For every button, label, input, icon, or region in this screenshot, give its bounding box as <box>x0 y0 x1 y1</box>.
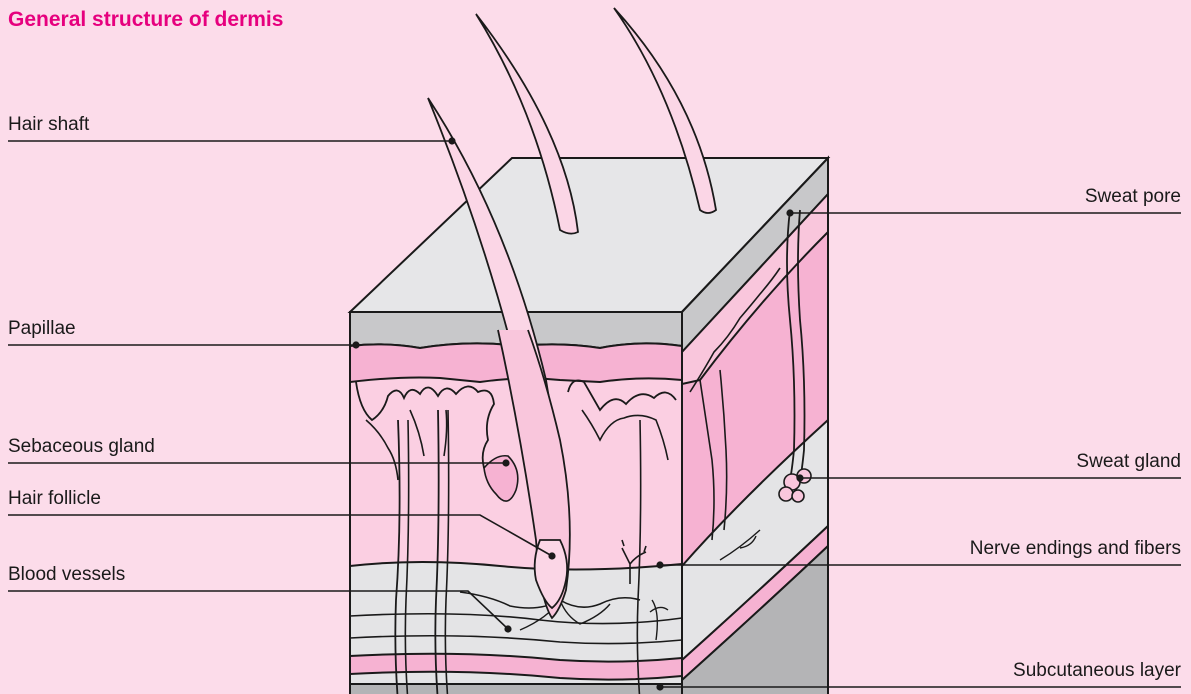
label-sweat-gland: Sweat gland <box>1076 451 1181 473</box>
label-hair-follicle: Hair follicle <box>8 488 101 510</box>
diagram-title: General structure of dermis <box>8 8 283 32</box>
label-papillae: Papillae <box>8 318 76 340</box>
label-sebaceous-gland: Sebaceous gland <box>8 436 155 458</box>
label-hair-shaft: Hair shaft <box>8 114 89 136</box>
label-subcutaneous-layer: Subcutaneous layer <box>1013 660 1181 682</box>
label-blood-vessels: Blood vessels <box>8 564 125 586</box>
label-nerve-endings: Nerve endings and fibers <box>970 538 1181 560</box>
label-sweat-pore: Sweat pore <box>1085 186 1181 208</box>
